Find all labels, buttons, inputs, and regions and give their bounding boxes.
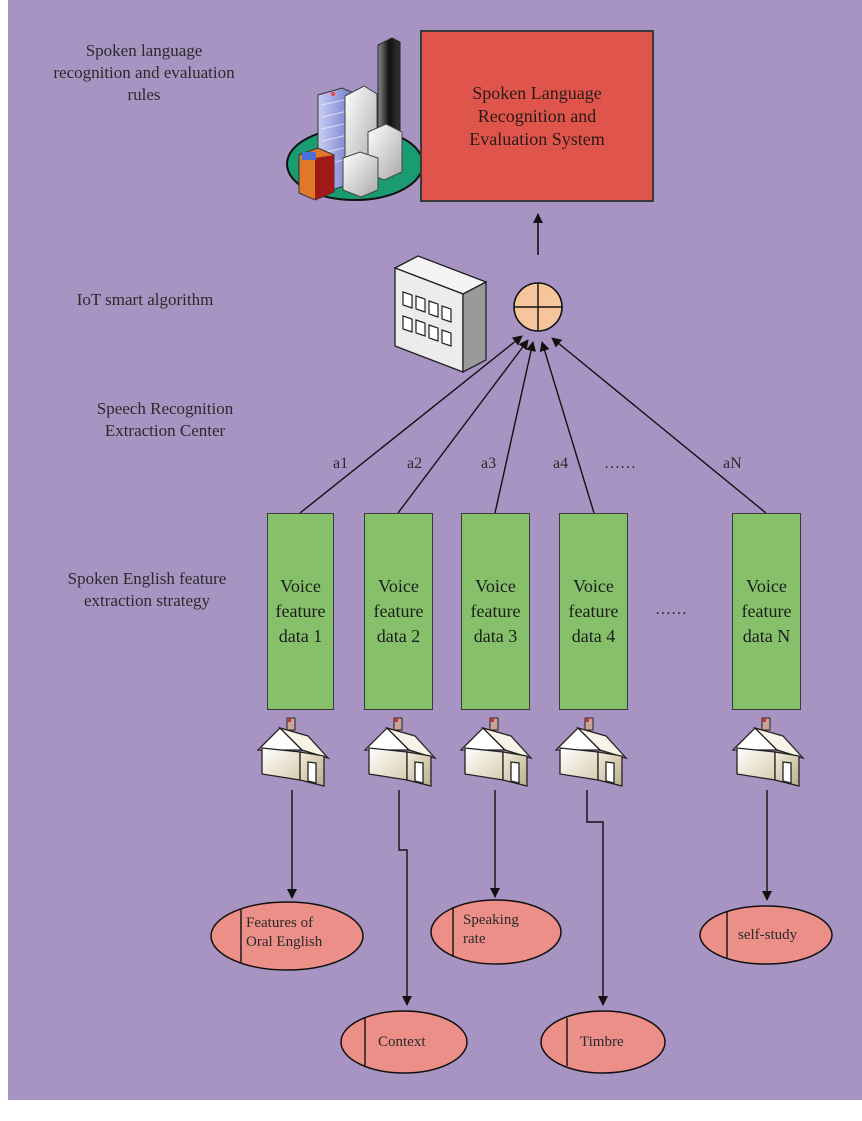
arrow-box2-to-node bbox=[397, 339, 529, 514]
weight-label-ellipsis: …… bbox=[604, 455, 636, 472]
house-icon bbox=[731, 717, 806, 787]
feature-label-timbre: Timbre bbox=[580, 1034, 624, 1050]
house-icon bbox=[256, 717, 331, 787]
weight-label-3: a3 bbox=[481, 455, 497, 472]
feature-box-2-label: Voice feature data 2 bbox=[373, 576, 424, 646]
feature-ellipse-3 bbox=[430, 899, 562, 965]
server-building-icon bbox=[393, 255, 488, 374]
feature-box-3-label: Voice feature data 3 bbox=[470, 576, 521, 646]
summation-node-icon bbox=[513, 282, 563, 332]
feature-label-oral-english: Features of Oral English bbox=[246, 915, 323, 950]
feature-label-speaking-rate: Speaking rate bbox=[463, 912, 519, 947]
label-rules: Spoken language recognition and evaluati… bbox=[53, 41, 235, 104]
weight-label-4: a4 bbox=[553, 455, 569, 472]
system-box: Spoken Language Recognition and Evaluati… bbox=[420, 30, 654, 202]
box-ellipsis: …… bbox=[655, 601, 687, 618]
feature-box-4: Voice feature data 4 bbox=[559, 513, 628, 710]
connector-house4 bbox=[586, 790, 608, 1006]
house-icon bbox=[554, 717, 629, 787]
house-icon bbox=[363, 717, 438, 787]
feature-ellipse-1 bbox=[210, 901, 364, 971]
feature-label-self-study: self-study bbox=[738, 927, 798, 943]
feature-ellipse-5 bbox=[699, 905, 833, 965]
house-icon bbox=[459, 717, 534, 787]
feature-box-4-label: Voice feature data 4 bbox=[568, 576, 619, 646]
feature-box-2: Voice feature data 2 bbox=[364, 513, 433, 710]
weight-label-1: a1 bbox=[333, 455, 349, 472]
arrow-box4-to-node bbox=[539, 341, 595, 514]
feature-box-n: Voice feature data N bbox=[732, 513, 801, 710]
label-iot-algorithm: IoT smart algorithm bbox=[76, 290, 214, 309]
arrow-box3-to-node bbox=[494, 341, 536, 514]
feature-box-n-label: Voice feature data N bbox=[741, 576, 792, 646]
feature-label-context: Context bbox=[378, 1034, 426, 1050]
arrow-box1-to-node bbox=[299, 335, 523, 514]
label-extraction-center: Speech Recognition Extraction Center bbox=[96, 399, 234, 440]
weight-label-n: aN bbox=[723, 455, 742, 472]
label-strategy: Spoken English feature extraction strate… bbox=[67, 569, 227, 610]
feature-ellipse-4 bbox=[540, 1010, 666, 1074]
feature-ellipse-2 bbox=[340, 1010, 468, 1074]
system-box-label: Spoken Language Recognition and Evaluati… bbox=[469, 82, 605, 149]
arrow-boxN-to-node bbox=[551, 337, 767, 514]
weight-label-2: a2 bbox=[407, 455, 423, 472]
feature-box-3: Voice feature data 3 bbox=[461, 513, 530, 710]
feature-box-1-label: Voice feature data 1 bbox=[275, 576, 326, 646]
connector-house2 bbox=[398, 790, 412, 1006]
feature-box-1: Voice feature data 1 bbox=[267, 513, 334, 710]
